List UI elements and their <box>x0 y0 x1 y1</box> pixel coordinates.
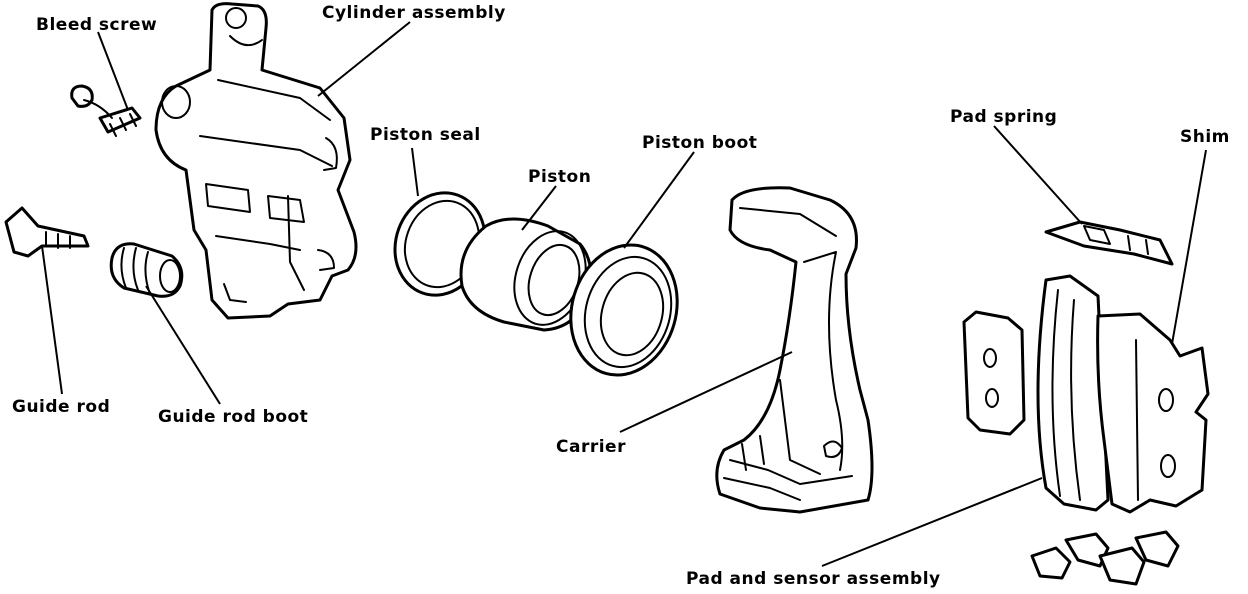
leader-carrier <box>619 351 793 433</box>
pad-and-sensor-assembly-part <box>1036 274 1210 514</box>
part-labels: Bleed screw Cylinder assembly Piston sea… <box>12 3 1230 589</box>
label-cylinder-assembly: Cylinder assembly <box>322 3 506 23</box>
label-piston: Piston <box>528 167 591 187</box>
leader-bleed-screw <box>97 31 129 111</box>
label-pad-spring: Pad spring <box>950 107 1057 127</box>
label-pad-and-sensor-assembly: Pad and sensor assembly <box>686 569 941 589</box>
guide-rod-boot-part <box>109 242 184 298</box>
leader-guide-rod <box>41 245 63 395</box>
anti-rattle-clips-part <box>1030 530 1180 586</box>
leader-lines <box>41 21 1207 567</box>
leader-piston-seal <box>411 147 419 197</box>
leader-pad-and-sensor <box>821 477 1043 567</box>
leader-piston <box>521 185 557 231</box>
leader-guide-rod-boot <box>145 285 221 405</box>
cylinder-assembly-part <box>154 2 358 320</box>
small-pad-part <box>962 310 1026 436</box>
leader-shim <box>1171 149 1207 345</box>
leader-pad-spring <box>993 125 1083 225</box>
label-shim: Shim <box>1180 127 1230 147</box>
piston-boot-part <box>569 243 679 377</box>
label-piston-boot: Piston boot <box>642 133 757 153</box>
label-guide-rod-boot: Guide rod boot <box>158 407 308 427</box>
label-carrier: Carrier <box>556 437 626 457</box>
label-guide-rod: Guide rod <box>12 397 110 417</box>
carrier-part <box>715 186 874 514</box>
leader-cylinder-assembly <box>317 21 411 97</box>
label-bleed-screw: Bleed screw <box>36 15 157 35</box>
guide-rod-part <box>4 206 90 258</box>
bleed-screw-part <box>70 84 142 137</box>
leader-piston-boot <box>623 151 695 249</box>
pad-spring-part <box>1044 220 1174 266</box>
label-piston-seal: Piston seal <box>370 125 481 145</box>
